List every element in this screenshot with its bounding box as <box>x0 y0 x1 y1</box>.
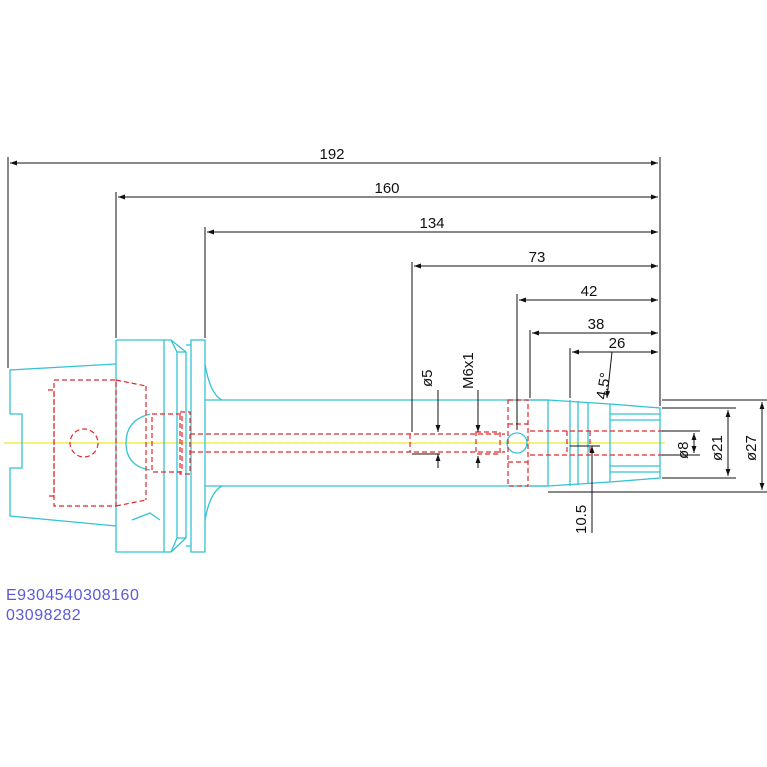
dim-label-26: 26 <box>609 335 626 352</box>
dim-label-d27: ø27 <box>743 435 760 461</box>
vertical-dimensions <box>412 351 767 533</box>
horizontal-dimensions <box>7 157 661 432</box>
vertical-dimension-labels: ø5 M6x1 ø8 ø21 ø27 10.5 4.5° <box>419 352 760 534</box>
dim-label-38: 38 <box>588 316 605 333</box>
horizontal-dimension-labels: 192 160 134 73 42 38 26 <box>319 146 625 352</box>
part-code-line-2: 03098282 <box>6 607 81 624</box>
dim-label-m6: M6x1 <box>460 352 477 389</box>
dim-label-angle: 4.5° <box>593 371 614 400</box>
hidden-lines <box>48 379 665 507</box>
dim-label-d8: ø8 <box>675 441 692 459</box>
part-code-line-1: E9304540308160 <box>6 587 139 604</box>
dim-label-42: 42 <box>581 283 598 300</box>
part-outline <box>9 339 661 553</box>
dim-label-10-5: 10.5 <box>573 505 590 534</box>
dim-label-73: 73 <box>529 249 546 266</box>
dim-label-192: 192 <box>319 146 344 163</box>
dim-label-d5: ø5 <box>419 369 436 387</box>
dim-label-134: 134 <box>419 215 444 232</box>
dim-label-d21: ø21 <box>709 435 726 461</box>
dim-label-160: 160 <box>374 180 399 197</box>
part-codes: E9304540308160 03098282 <box>6 587 139 624</box>
